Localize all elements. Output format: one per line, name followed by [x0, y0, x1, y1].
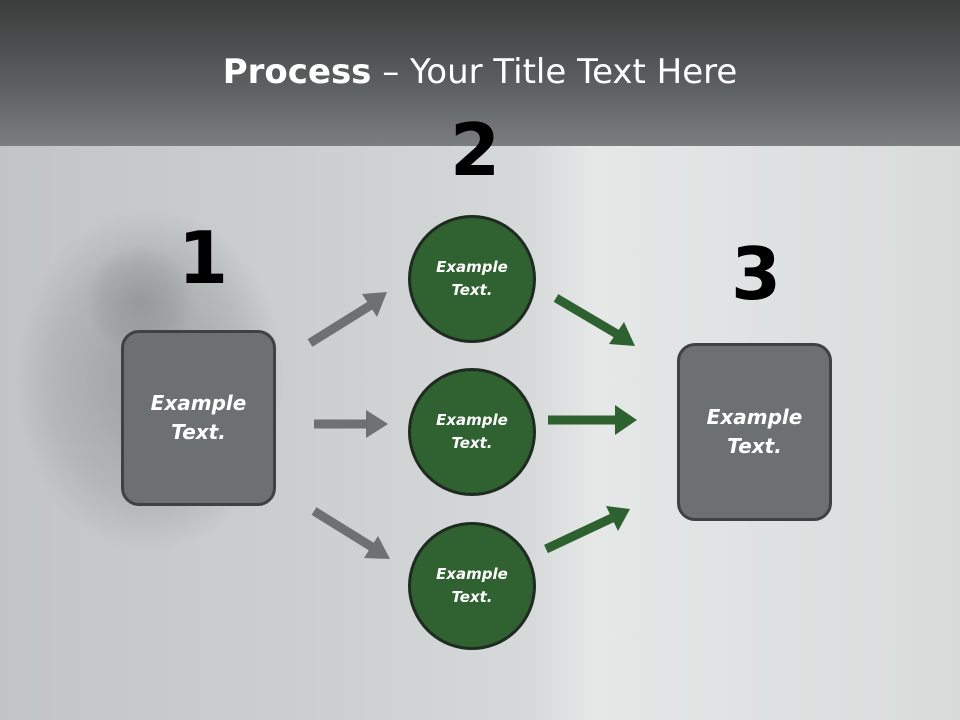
- step2-circle-bottom: Example Text.: [408, 522, 536, 650]
- arrow-green-up: [544, 506, 630, 554]
- step2-circle-top-text: Example Text.: [436, 258, 508, 299]
- step3-text: Example Text.: [706, 405, 803, 458]
- step2-circle-bottom-text: Example Text.: [436, 565, 508, 606]
- step-number-2: 2: [450, 108, 501, 192]
- step2-circle-middle-text: Example Text.: [436, 411, 508, 452]
- arrow-green-middle: [548, 405, 637, 435]
- step1-box: Example Text.: [121, 330, 276, 506]
- arrow-gray-middle: [314, 410, 388, 438]
- step1-text: Example Text.: [150, 391, 247, 444]
- title-bar: [0, 0, 960, 146]
- step-number-1: 1: [178, 216, 229, 300]
- arrow-green-down: [553, 294, 635, 346]
- arrow-gray-down: [311, 507, 390, 559]
- step-number-3: 3: [731, 232, 782, 316]
- arrow-gray-up: [307, 292, 387, 347]
- step3-box: Example Text.: [677, 343, 832, 521]
- title-bold: Process: [222, 52, 372, 92]
- title-rest: – Your Title Text Here: [371, 52, 738, 92]
- step2-circle-top: Example Text.: [408, 215, 536, 343]
- slide-title: Process – Your Title Text Here: [0, 52, 960, 92]
- step2-circle-middle: Example Text.: [408, 368, 536, 496]
